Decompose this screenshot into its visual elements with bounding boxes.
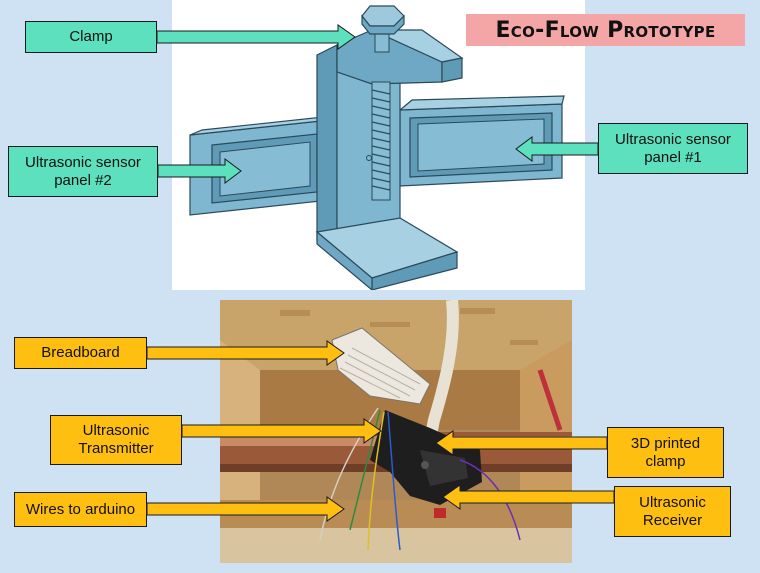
label-wires: Wires to arduino [14,492,147,527]
arrow-printed-clamp [435,430,608,456]
arrow-transmitter [181,418,382,444]
label-sensor-panel-2: Ultrasonic sensor panel #2 [8,146,158,197]
label-transmitter: Ultrasonic Transmitter [50,415,182,465]
prototype-photo [220,300,572,563]
arrow-sensor-panel-2 [157,158,242,184]
page-title: Eco-Flow Prototype [466,14,745,46]
label-printed-clamp: 3D printed clamp [607,427,724,478]
label-clamp: Clamp [25,21,157,53]
label-transmitter-text: Ultrasonic Transmitter [78,422,154,457]
arrow-clamp [156,24,356,50]
arrow-sensor-panel-1 [515,136,599,162]
printed-clamp-photo [370,410,482,505]
label-clamp-text: Clamp [69,28,113,45]
cad-render-panel [172,0,585,292]
label-printed-clamp-text: 3D printed clamp [630,434,701,470]
arrow-breadboard [146,340,345,366]
breadboard-photo [331,327,431,405]
clamp-body-model [315,5,464,292]
label-sensor-panel-2-text: Ultrasonic sensor panel #2 [25,153,141,189]
arrow-receiver [442,484,615,510]
label-sensor-panel-1-text: Ultrasonic sensor panel #1 [615,130,731,166]
label-breadboard: Breadboard [14,337,147,369]
prototype-photo-illustration [220,300,572,563]
arrow-wires [146,496,345,522]
label-receiver: Ultrasonic Receiver [614,486,731,537]
label-receiver-text: Ultrasonic Receiver [639,493,706,529]
label-breadboard-text: Breadboard [41,344,120,361]
clamp-cad-model [189,5,565,292]
label-wires-text: Wires to arduino [25,500,136,518]
sensor-panel-1-model [398,95,565,187]
